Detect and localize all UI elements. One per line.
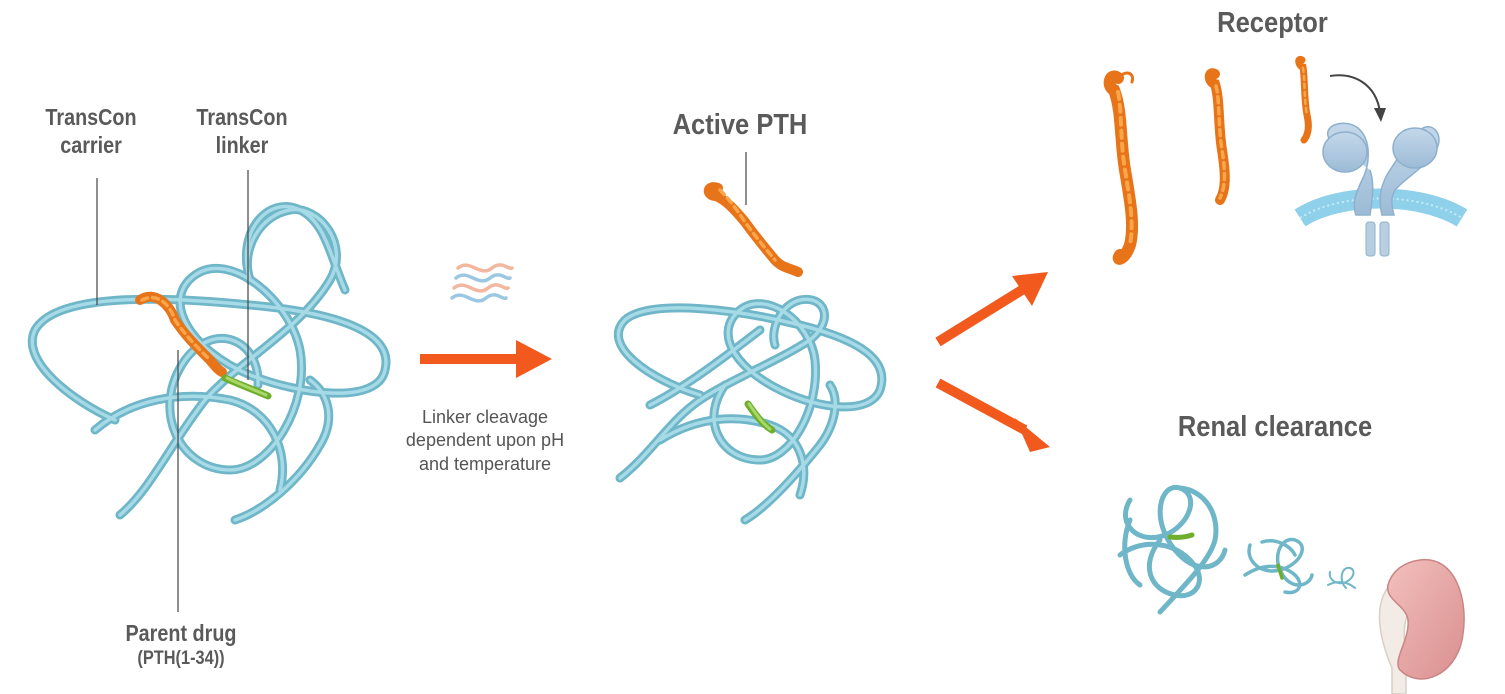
carrier-large-renal bbox=[1117, 484, 1228, 615]
caption-line3: and temperature bbox=[418, 453, 552, 474]
transcon-carrier-label-line1: TransCon bbox=[45, 104, 137, 130]
caption-line2: dependent upon pH bbox=[405, 430, 565, 451]
carrier-medium-renal bbox=[1243, 537, 1314, 595]
transcon-carrier-label: TransCon carrier bbox=[39, 104, 144, 159]
carrier-small-renal bbox=[1327, 566, 1356, 589]
active-pth-label: Active PTH bbox=[672, 109, 808, 141]
kidney-icon bbox=[1378, 559, 1465, 694]
cleavage-arrow bbox=[420, 340, 552, 378]
receptor-label: Receptor bbox=[1217, 7, 1328, 39]
temperature-waves-icon bbox=[450, 263, 514, 303]
arrow-to-renal-clearance bbox=[935, 378, 1050, 452]
caption-line1: Linker cleavage bbox=[421, 407, 549, 427]
transcon-linker-label-line2: linker bbox=[215, 131, 269, 158]
transcon-conjugate bbox=[27, 202, 391, 525]
receptor-icon bbox=[1294, 122, 1468, 257]
linker-cleavage-caption: Linker cleavage dependent upon pH and te… bbox=[380, 406, 590, 476]
transcon-carrier-label-line2: carrier bbox=[60, 131, 122, 158]
binding-curved-arrow bbox=[1329, 74, 1381, 113]
arrow-to-receptor bbox=[935, 272, 1048, 347]
transcon-linker-label: TransCon linker bbox=[189, 104, 296, 159]
pth-peptide-medium bbox=[1204, 68, 1230, 205]
pth-peptide-small bbox=[1295, 56, 1312, 144]
renal-clearance-label: Renal clearance bbox=[1177, 411, 1373, 443]
pth-peptide-large bbox=[1103, 70, 1139, 265]
active-pth-peptide bbox=[703, 182, 803, 277]
transcon-linker-label-line1: TransCon bbox=[196, 104, 288, 130]
parent-drug-label-line1: Parent drug bbox=[125, 620, 237, 646]
parent-drug-label-line2: (PTH(1-34)) bbox=[137, 647, 225, 669]
released-carrier bbox=[614, 294, 887, 525]
parent-drug-label: Parent drug (PTH(1-34)) bbox=[96, 620, 266, 670]
